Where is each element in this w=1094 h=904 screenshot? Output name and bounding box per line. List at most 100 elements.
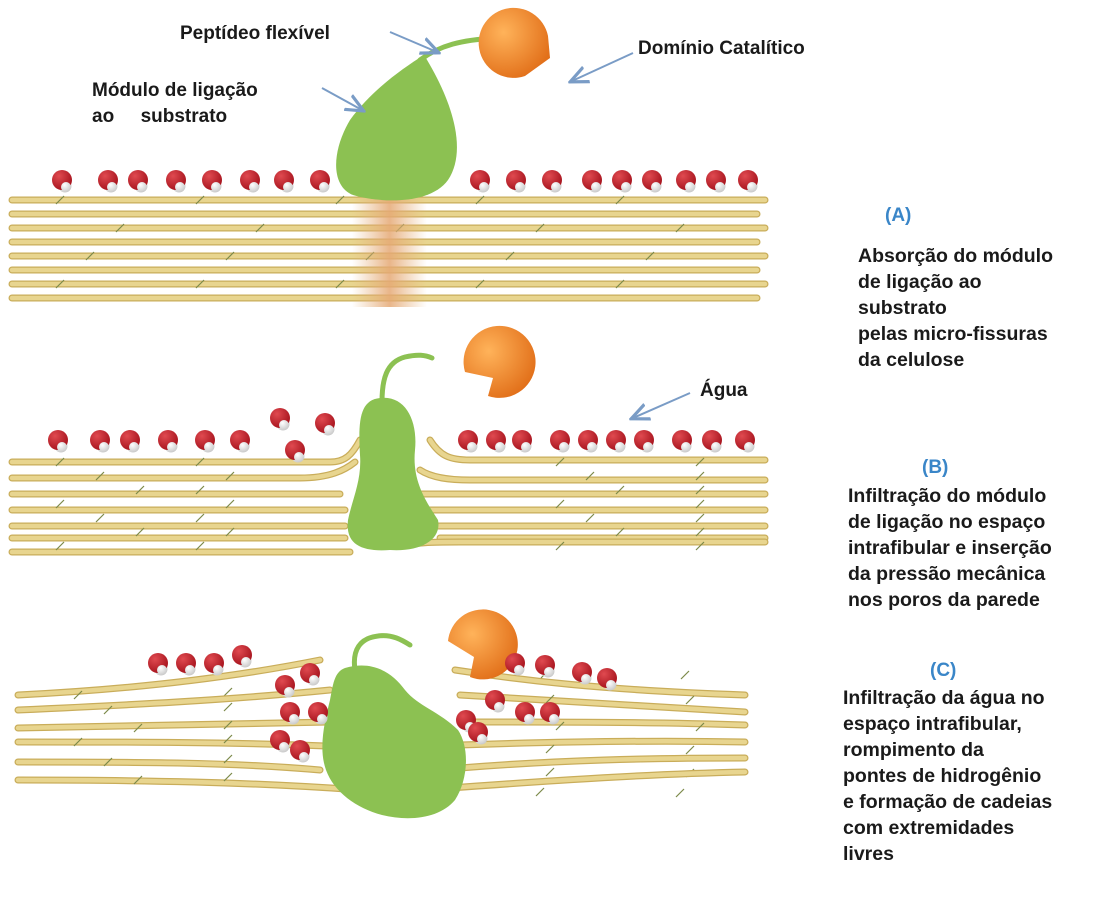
- stage-c-line: Infiltração da água no: [843, 685, 1052, 711]
- cellulose-fiber: [12, 500, 345, 510]
- peptide-label: Peptídeo flexível: [180, 23, 330, 46]
- arrow-to-water: [633, 393, 690, 418]
- water-molecule: [240, 170, 260, 193]
- stage-b-description: Infiltração do módulo de ligação no espa…: [848, 483, 1052, 613]
- hydrogen-bond-tick: [224, 688, 232, 696]
- water-molecule: [274, 170, 294, 193]
- cellulose-fiber: [460, 741, 745, 754]
- water-molecule: [642, 170, 662, 193]
- stage-a-heading: (A): [885, 205, 911, 227]
- water-molecule: [270, 730, 290, 753]
- cellulose-fiber: [420, 470, 765, 480]
- flexible-peptide-linker: [354, 636, 410, 670]
- hydrogen-bond-tick: [681, 671, 689, 679]
- stage-b-line: de ligação no espaço: [848, 509, 1052, 535]
- water-molecule: [506, 170, 526, 193]
- water-molecule: [735, 430, 755, 453]
- water-molecule: [535, 655, 555, 678]
- water-molecule: [120, 430, 140, 453]
- cellulose-fiber: [450, 772, 745, 797]
- stage-c-line: e formação de cadeias: [843, 789, 1052, 815]
- water-molecule: [512, 430, 532, 453]
- stage-b-line: intrafibular e inserção: [848, 535, 1052, 561]
- hydrogen-bond-tick: [696, 514, 704, 522]
- water-molecule: [158, 430, 178, 453]
- cellulose-fiber: [418, 486, 765, 494]
- cellulose-fiber: [432, 514, 765, 526]
- stage-c-line: espaço intrafibular,: [843, 711, 1052, 737]
- stage-c-heading: (C): [930, 660, 956, 682]
- hydrogen-bond-tick: [196, 514, 204, 522]
- stage-a-description: Absorção do módulo de ligação ao substra…: [858, 243, 1053, 373]
- carbohydrate-binding-module: [336, 55, 457, 200]
- micro-fissure-pore: [352, 195, 427, 307]
- cellulose-fiber: [12, 542, 350, 552]
- catalytic-domain: [479, 8, 550, 78]
- stage-a-line: substrato: [858, 295, 1053, 321]
- water-molecule: [195, 430, 215, 453]
- water-molecule: [52, 170, 72, 193]
- water-molecule: [204, 653, 224, 676]
- cellulose-fiber: [18, 755, 320, 770]
- binding-module-label-line1: Módulo de ligação: [92, 80, 258, 103]
- water-molecule: [230, 430, 250, 453]
- arrow-to-catalytic-domain: [572, 53, 633, 81]
- hydrogen-bond-tick: [224, 703, 232, 711]
- water-molecule: [634, 430, 654, 453]
- cellulose-fiber: [12, 514, 345, 526]
- hydrogen-bond-tick: [586, 514, 594, 522]
- stage-c-line: pontes de hidrogênio: [843, 763, 1052, 789]
- water-molecule: [270, 408, 290, 431]
- carbohydrate-binding-module: [322, 665, 466, 818]
- cellulose-fiber: [18, 773, 360, 790]
- water-molecule: [486, 430, 506, 453]
- water-molecule: [458, 430, 478, 453]
- hydrogen-bond-tick: [676, 789, 684, 797]
- water-molecule: [90, 430, 110, 453]
- hydrogen-bond-tick: [546, 768, 554, 776]
- stage-b-line: nos poros da parede: [848, 587, 1052, 613]
- arrow-to-binding-module: [322, 88, 362, 110]
- water-molecule: [315, 413, 335, 436]
- stage-a-fibers: [12, 195, 765, 307]
- water-label: Água: [700, 380, 748, 403]
- stage-a-line: de ligação ao: [858, 269, 1053, 295]
- water-molecule: [572, 662, 592, 685]
- water-molecule: [300, 663, 320, 686]
- hydrogen-bond-tick: [96, 514, 104, 522]
- water-molecule: [470, 170, 490, 193]
- water-molecule: [48, 430, 68, 453]
- water-molecule: [98, 170, 118, 193]
- water-molecule: [128, 170, 148, 193]
- water-molecule: [676, 170, 696, 193]
- water-molecule: [582, 170, 602, 193]
- water-molecule: [505, 653, 525, 676]
- cellulose-fiber: [410, 542, 765, 550]
- stage-b-line: da pressão mecânica: [848, 561, 1052, 587]
- water-molecule: [542, 170, 562, 193]
- cellulose-fiber: [18, 721, 330, 732]
- stage-c-description: Infiltração da água no espaço intrafibul…: [843, 685, 1052, 867]
- arrow-to-peptide: [390, 32, 437, 52]
- hydrogen-bond-tick: [686, 746, 694, 754]
- water-molecule: [612, 170, 632, 193]
- stage-b-enzyme: [348, 326, 536, 550]
- water-molecule: [606, 430, 626, 453]
- binding-module-label-line2: ao substrato: [92, 106, 227, 129]
- stage-c-line: rompimento da: [843, 737, 1052, 763]
- catalytic-domain-label: Domínio Catalítico: [638, 38, 805, 61]
- water-molecule: [290, 740, 310, 763]
- hydrogen-bond-tick: [546, 745, 554, 753]
- hydrogen-bond-tick: [536, 788, 544, 796]
- stage-a-line: pelas micro-fissuras: [858, 321, 1053, 347]
- water-molecule: [672, 430, 692, 453]
- water-molecule: [578, 430, 598, 453]
- stage-a-line: da celulose: [858, 347, 1053, 373]
- water-molecule: [738, 170, 758, 193]
- water-molecule: [232, 645, 252, 668]
- flexible-peptide-linker: [382, 355, 432, 402]
- stage-b-heading: (B): [922, 457, 948, 479]
- water-molecule: [310, 170, 330, 193]
- water-molecule: [702, 430, 722, 453]
- stage-a-line: Absorção do módulo: [858, 243, 1053, 269]
